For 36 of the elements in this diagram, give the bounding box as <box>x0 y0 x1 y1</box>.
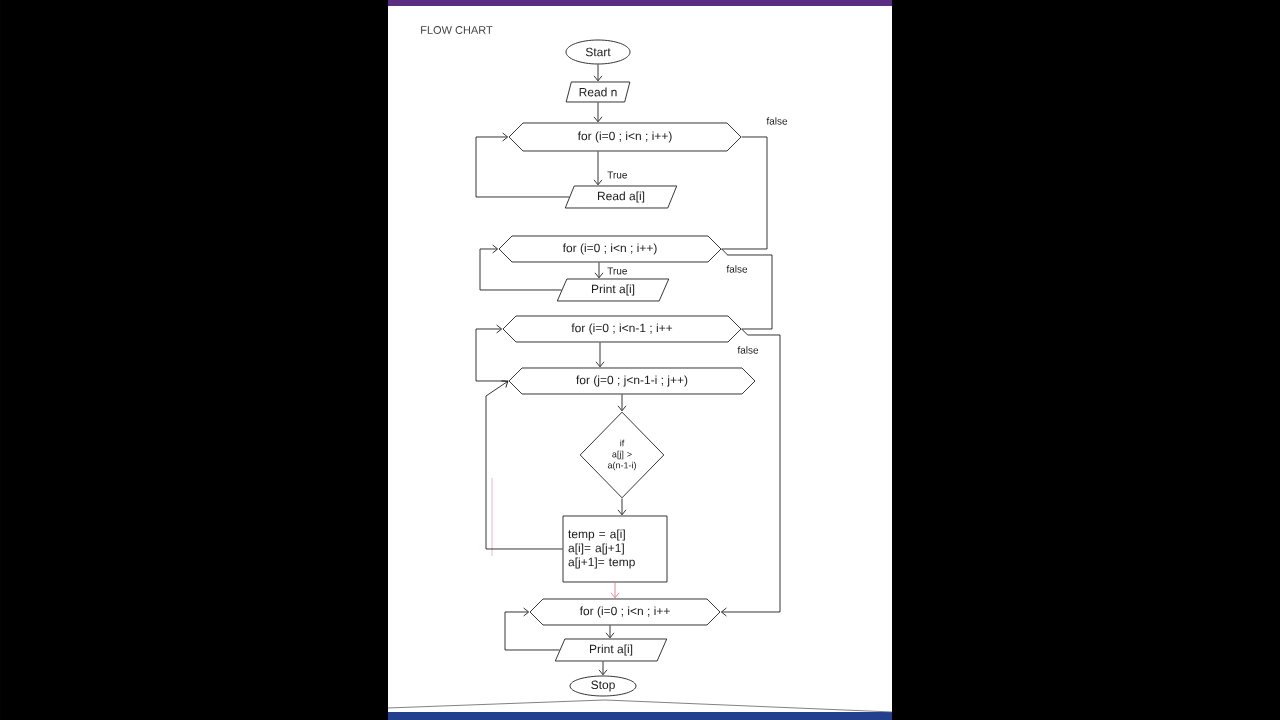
process-box: temp = a[i] a[i]= a[j+1] a[j+1]= temp <box>562 515 668 583</box>
data-parallelogram: Read n <box>565 81 631 103</box>
data-parallelogram: Read a[i] <box>564 185 678 209</box>
edge-label: false <box>725 264 749 274</box>
flow-arrow <box>598 661 608 676</box>
flow-arrow <box>617 394 627 412</box>
flow-arrow <box>617 498 627 516</box>
edge-label: True <box>606 266 629 276</box>
flow-arrow <box>593 151 603 186</box>
loop-hexagon: for (i=0 ; i<n ; i++) <box>498 235 722 263</box>
edge-label: false <box>765 116 789 126</box>
flow-arrow <box>593 102 603 123</box>
flow-arrow <box>595 342 605 368</box>
loop-hexagon: for (i=0 ; i<n ; i++ <box>529 598 721 626</box>
flow-arrow <box>504 607 561 651</box>
edge-label: false <box>736 345 760 355</box>
loop-hexagon: for (i=0 ; i<n ; i++) <box>508 122 742 152</box>
terminal-oval: Start <box>565 39 631 65</box>
data-parallelogram: Print a[i] <box>556 278 670 302</box>
flow-arrow <box>720 328 781 617</box>
flow-line <box>721 248 773 330</box>
flow-arrow <box>475 132 570 198</box>
edge-label: True <box>606 170 629 180</box>
terminal-oval: Stop <box>569 675 637 697</box>
flow-arrow <box>475 324 509 382</box>
flow-arrow <box>594 262 604 279</box>
flow-arrow <box>605 625 615 639</box>
title: FLOW CHART <box>421 26 493 34</box>
flow-arrow <box>610 582 620 599</box>
data-parallelogram: Print a[i] <box>554 638 668 662</box>
flow-arrow <box>593 64 603 82</box>
loop-hexagon: for (j=0 ; j<n-1-i ; j++) <box>508 367 756 395</box>
flow-line <box>721 136 768 250</box>
flow-arrow <box>479 244 563 291</box>
loop-hexagon: for (i=0 ; i<n-1 ; i++ <box>502 315 742 343</box>
flow-arrow <box>485 380 563 550</box>
